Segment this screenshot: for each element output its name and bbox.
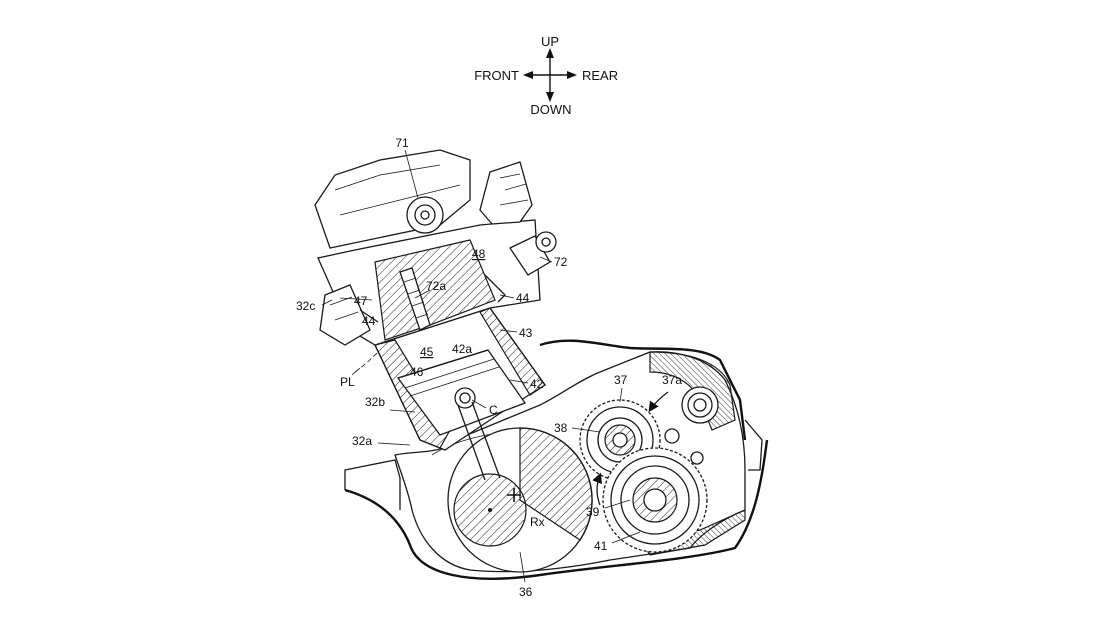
crankcase-upper-edge bbox=[539, 339, 747, 441]
crankshaft-assembly bbox=[447, 427, 593, 573]
label-37: 37 bbox=[614, 373, 628, 387]
valve-44-rear bbox=[484, 274, 506, 303]
direction-compass: UP DOWN FRONT REAR bbox=[474, 34, 618, 117]
label-46: 46 bbox=[410, 365, 424, 379]
label-44-top: 44 bbox=[516, 291, 530, 305]
cam-sprocket-71-center bbox=[420, 210, 430, 220]
leader-lines bbox=[321, 149, 641, 583]
crankcase-rear-flange bbox=[744, 419, 763, 471]
label-c: C bbox=[489, 403, 498, 417]
label-36: 36 bbox=[519, 585, 533, 599]
cam-sprocket-71 bbox=[406, 196, 444, 234]
leader-c bbox=[471, 399, 487, 409]
label-41: 41 bbox=[594, 539, 608, 553]
label-39: 39 bbox=[586, 505, 600, 519]
leader-38 bbox=[571, 427, 601, 433]
gear-39 bbox=[602, 447, 708, 553]
label-37a: 37a bbox=[662, 373, 682, 387]
leader-32c bbox=[321, 299, 333, 306]
label-32c: 32c bbox=[296, 299, 315, 313]
label-43: 43 bbox=[519, 326, 533, 340]
compass-down-label: DOWN bbox=[530, 102, 571, 117]
intake-funnel bbox=[479, 161, 533, 225]
compass-up-label: UP bbox=[541, 34, 559, 49]
rotation-arrow-37a bbox=[648, 391, 669, 413]
gear-train bbox=[579, 386, 719, 553]
piston-pin bbox=[454, 387, 476, 409]
cam-sprocket-71-hub bbox=[414, 204, 436, 226]
valve-44-front bbox=[359, 309, 379, 323]
label-rx: Rx bbox=[530, 515, 545, 529]
crank-pin-center bbox=[488, 508, 492, 512]
exhaust-port-47 bbox=[319, 284, 371, 346]
cylinder-head bbox=[314, 149, 557, 346]
compass-front-label: FRONT bbox=[474, 68, 519, 83]
label-42: 42 bbox=[530, 377, 544, 391]
compass-rear-arrowhead bbox=[567, 71, 577, 79]
piston-ring-1 bbox=[404, 358, 495, 389]
label-72: 72 bbox=[554, 255, 568, 269]
leader-72a bbox=[414, 289, 431, 299]
crank-counterweight bbox=[519, 427, 593, 541]
small-pin-lower bbox=[690, 451, 704, 465]
label-72a: 72a bbox=[426, 279, 446, 293]
leader-39 bbox=[604, 499, 631, 509]
label-32b: 32b bbox=[365, 395, 385, 409]
label-48: 48 bbox=[472, 247, 486, 261]
label-44-left: 44 bbox=[362, 314, 376, 328]
leader-37 bbox=[619, 387, 623, 403]
crankcase-front-flange bbox=[344, 459, 401, 510]
crank-axis-marker bbox=[507, 488, 521, 502]
injector-72-connector bbox=[535, 231, 557, 253]
leader-47 bbox=[339, 297, 373, 301]
small-pin bbox=[664, 428, 680, 444]
leader-41 bbox=[611, 531, 641, 544]
leader-42 bbox=[509, 379, 529, 384]
compass-front-arrowhead bbox=[523, 71, 533, 79]
reference-labels: 71 72 72a 48 44 44 47 32c 43 45 42a 46 4… bbox=[296, 136, 682, 599]
injector-72-connector-inner bbox=[541, 237, 551, 247]
label-45: 45 bbox=[420, 345, 434, 359]
label-38: 38 bbox=[554, 421, 568, 435]
piston-crown bbox=[397, 349, 489, 379]
cylinder-block bbox=[354, 307, 546, 481]
crankcase-outer-bottom-line bbox=[344, 439, 769, 580]
label-pl: PL bbox=[340, 375, 355, 389]
label-42a: 42a bbox=[452, 342, 472, 356]
leader-36 bbox=[519, 551, 526, 583]
idler-shaft bbox=[681, 386, 719, 424]
compass-rear-label: REAR bbox=[582, 68, 618, 83]
label-32a: 32a bbox=[352, 434, 372, 448]
leader-32a bbox=[377, 442, 411, 446]
valve-cover-detail bbox=[334, 164, 461, 216]
label-71: 71 bbox=[395, 136, 409, 150]
spark-plug-thread bbox=[403, 277, 429, 319]
piston-pin-inner bbox=[459, 392, 471, 404]
label-47: 47 bbox=[354, 294, 368, 308]
connecting-rod bbox=[457, 401, 501, 481]
compass-up-arrowhead bbox=[546, 48, 554, 58]
piston-ring-2 bbox=[409, 366, 500, 397]
leader-pl bbox=[351, 367, 361, 376]
leader-72 bbox=[539, 256, 553, 263]
intake-funnel-detail bbox=[499, 173, 529, 206]
rotation-arrow-39 bbox=[592, 472, 602, 506]
leader-43 bbox=[499, 329, 518, 333]
spark-plug-72a bbox=[399, 267, 431, 331]
leader-32b bbox=[389, 409, 416, 413]
combustion-chamber-hatch bbox=[374, 239, 496, 341]
leader-44-top bbox=[499, 294, 515, 299]
compass-down-arrowhead bbox=[546, 92, 554, 102]
leader-71 bbox=[404, 149, 419, 199]
